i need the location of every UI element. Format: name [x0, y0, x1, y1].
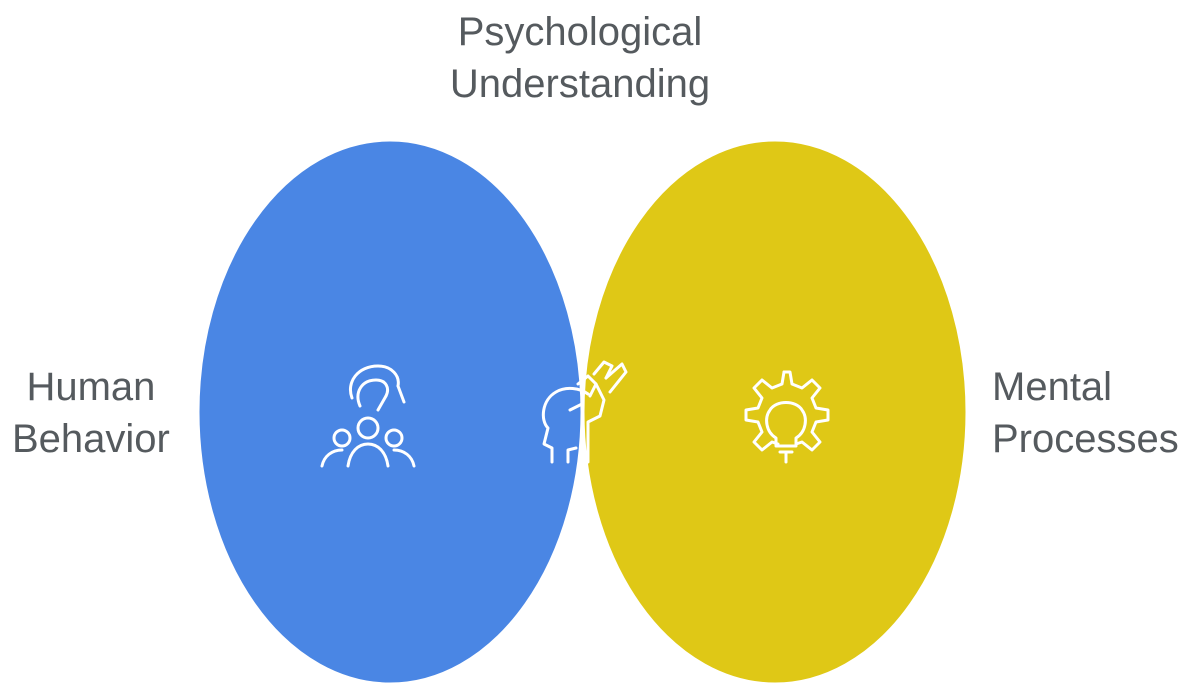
circle-mental-processes [581, 138, 969, 686]
label-top-line2: Understanding [449, 62, 711, 106]
label-mental-processes: Mental Processes [992, 361, 1179, 465]
label-right-line1: Mental [992, 365, 1113, 409]
people-group-hand-icon [320, 364, 416, 468]
label-human-behavior: Human Behavior [12, 361, 170, 465]
label-psychological-understanding: Psychological Understanding [380, 6, 780, 110]
head-hand-icon [541, 360, 628, 464]
label-top-line1: Psychological [457, 10, 703, 54]
gear-lightbulb-icon [744, 370, 830, 464]
label-left-line1: Human [26, 365, 156, 409]
label-right-line2: Processes [992, 417, 1179, 461]
circle-human-behavior [196, 138, 584, 686]
label-left-line2: Behavior [12, 417, 170, 461]
